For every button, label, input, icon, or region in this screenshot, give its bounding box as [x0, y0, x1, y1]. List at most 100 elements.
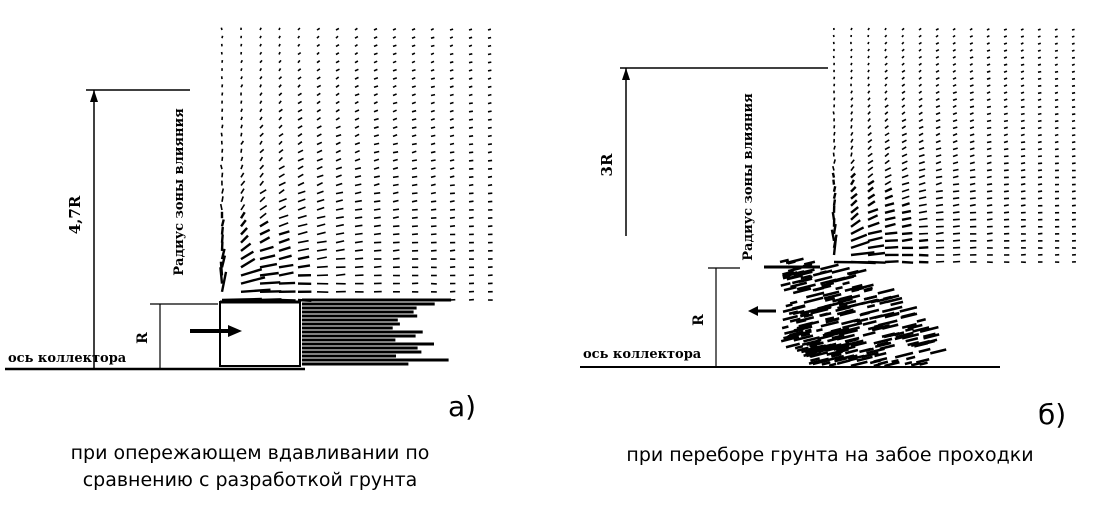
panel-a-vector	[487, 143, 493, 146]
panel-b-vector	[918, 118, 924, 123]
panel-b-vector	[1071, 28, 1075, 31]
panel-b-vector	[1003, 119, 1009, 123]
panel-b-vector	[850, 76, 853, 80]
panel-b-vector	[935, 196, 943, 200]
panel-b-vector	[1071, 49, 1075, 52]
panel-a-vector	[278, 35, 281, 39]
panel-a-vector	[411, 192, 418, 195]
panel-a-vector	[354, 240, 363, 244]
panel-b-vector	[833, 125, 836, 129]
panel-a-vector	[259, 236, 271, 244]
panel-a-vector	[411, 109, 417, 113]
panel-b-dense-vector	[856, 355, 873, 363]
panel-a-r-label: R	[135, 332, 151, 344]
panel-b-dense-vector	[782, 275, 791, 280]
panel-b-dense-vector	[862, 319, 877, 326]
panel-a-vector	[335, 149, 341, 154]
panel-a-vector	[221, 35, 224, 39]
panel-a-vector	[297, 116, 303, 121]
panel-a-vector	[297, 125, 303, 129]
panel-a-vector	[278, 124, 283, 129]
panel-b-vector	[1071, 134, 1076, 137]
panel-b-vector	[1037, 35, 1041, 38]
panel-a-vector	[316, 158, 323, 162]
panel-b-vector	[850, 117, 854, 122]
panel-a-vector	[449, 184, 455, 187]
panel-b-vector	[986, 91, 991, 95]
panel-a-vector	[449, 52, 454, 56]
panel-a-vector	[373, 126, 379, 129]
panel-a-vector	[468, 159, 474, 162]
panel-b-vector	[986, 190, 993, 193]
panel-a-vector	[297, 264, 311, 269]
panel-b-vector	[918, 217, 928, 221]
panel-a-vector	[278, 205, 287, 211]
panel-b-vector	[935, 231, 944, 235]
panel-b-vector	[969, 84, 974, 87]
panel-b-vector	[884, 48, 887, 52]
panel-b-dense-vector	[809, 341, 824, 348]
panel-b-dense-vector	[824, 296, 836, 302]
panel-b-vector	[884, 194, 894, 200]
panel-b-vector	[969, 42, 974, 45]
panel-b-vector	[969, 91, 974, 95]
panel-b-vector	[867, 179, 875, 186]
panel-b-vector	[884, 125, 889, 130]
panel-b-vector	[935, 90, 940, 95]
panel-b-vector	[952, 48, 956, 52]
panel-a-vector	[354, 191, 362, 195]
panel-b-vector	[952, 253, 961, 256]
panel-b-dense-vector	[901, 332, 920, 340]
panel-a-vector	[354, 216, 363, 219]
panel-b-vector	[901, 160, 908, 165]
panel-b-vector	[969, 48, 973, 52]
panel-b-vector	[832, 179, 836, 185]
panel-a-vector	[449, 175, 455, 179]
panel-b-vector	[918, 69, 922, 73]
panel-a-vector	[335, 182, 343, 187]
panel-b-vector	[969, 69, 974, 73]
panel-a-vector	[297, 190, 306, 195]
panel-a-vector	[240, 234, 249, 244]
panel-a-vector	[392, 44, 397, 48]
panel-b-vector	[901, 146, 907, 151]
panel-a-vector	[373, 93, 378, 97]
panel-b-vector	[884, 239, 898, 243]
panel-b-dense-vector	[821, 281, 835, 288]
panel-a-vector	[354, 125, 360, 129]
panel-a-vector	[449, 266, 456, 269]
panel-a-vector	[392, 36, 397, 39]
panel-b-vector	[986, 28, 990, 31]
panel-b-vector	[918, 34, 922, 38]
panel-b-dense-vector	[800, 332, 811, 338]
panel-a-vector	[392, 77, 398, 80]
panel-a-vector	[373, 232, 382, 236]
panel-a-vector	[468, 183, 474, 187]
panel-a-vector	[259, 204, 268, 211]
panel-a-vector	[411, 134, 417, 138]
panel-b-dense-vector	[855, 286, 865, 292]
panel-b-vector	[952, 126, 958, 130]
panel-a-vector	[316, 198, 325, 203]
panel-a-vector	[278, 92, 283, 97]
panel-b-vector	[850, 69, 853, 73]
panel-a-vector	[259, 156, 264, 162]
panel-b-vector	[1003, 35, 1008, 38]
panel-b-vector	[1037, 232, 1043, 235]
panel-a-vector	[449, 28, 454, 31]
panel-b-vector	[918, 225, 928, 228]
panel-a-vector	[297, 133, 303, 138]
panel-b-dense-vector	[820, 311, 832, 318]
panel-a-vector	[240, 68, 243, 72]
panel-a-vector	[468, 44, 473, 48]
panel-b-dense-vector	[841, 318, 859, 326]
panel-b-dense-vector	[837, 297, 853, 304]
panel-a-vector	[392, 101, 398, 105]
panel-b-dense-vector	[803, 351, 817, 357]
panel-b-dense-vector	[799, 312, 810, 318]
panel-b-vector	[918, 90, 923, 94]
panel-b-dense-vector	[835, 305, 851, 313]
panel-a-vector	[278, 165, 285, 170]
panel-b-vector	[935, 260, 945, 263]
panel-b-vector	[850, 186, 857, 193]
